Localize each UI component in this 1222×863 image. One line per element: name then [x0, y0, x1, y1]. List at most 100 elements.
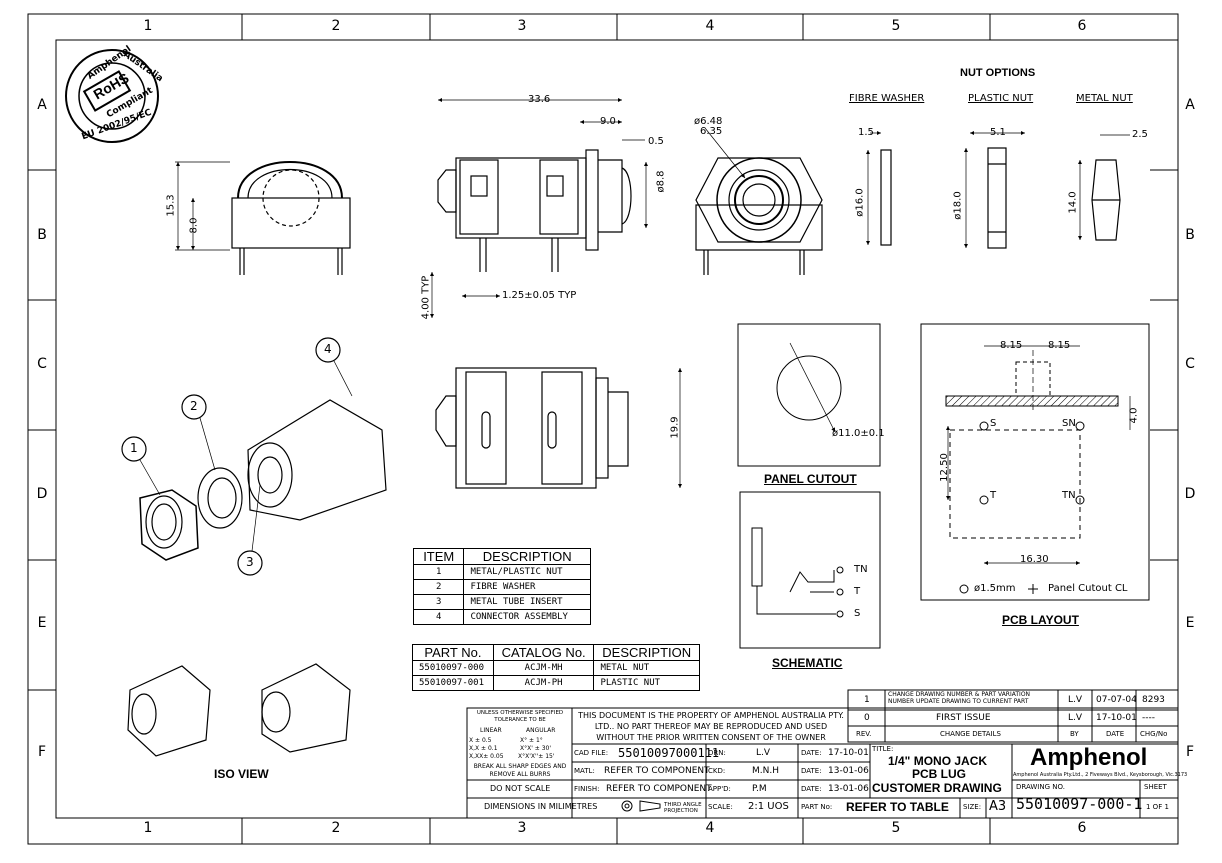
table-cell: 55010097-001 — [412, 675, 494, 691]
rev-header-date: DATE — [1106, 730, 1125, 738]
table-cell: CONNECTOR ASSEMBLY — [463, 609, 591, 625]
dim-hole-inner: 6.35 — [700, 126, 723, 137]
table-cell: 55010097-000 — [412, 660, 494, 676]
sheet-value: 1 OF 1 — [1146, 803, 1169, 811]
table-cell: PLASTIC NUT — [593, 675, 700, 691]
cad-file-value: 55010097000111 — [618, 746, 720, 760]
pcb-horizontal-pitch: 16.30 — [1020, 554, 1049, 565]
parts-header-description: DESCRIPTION — [593, 644, 700, 661]
tolerance-linear: LINEAR — [480, 727, 502, 734]
company-logo: Amphenol — [1030, 744, 1148, 771]
row-label: C — [37, 356, 47, 372]
table-cell: METAL NUT — [593, 660, 700, 676]
dimensions-unit: DIMENSIONS IN MILIMETRES — [484, 802, 598, 811]
parts-table: PART No. CATALOG No. DESCRIPTION 5501009… — [412, 644, 700, 691]
row-label: D — [1184, 486, 1196, 502]
ckd-label: CKD: — [708, 767, 726, 775]
plastic-nut-thickness: 5.1 — [990, 127, 1006, 138]
dim-front-center: 8.0 — [188, 217, 200, 234]
dim-body-width: 19.9 — [669, 416, 681, 439]
property-notice: THIS DOCUMENT IS THE PROPERTY OF AMPHENO… — [578, 711, 844, 742]
dim-thread-dia: ø8.8 — [655, 170, 667, 193]
col-label: 1 — [143, 820, 153, 836]
fibre-washer-label: FIBRE WASHER — [849, 93, 925, 104]
nut-options-title: NUT OPTIONS — [960, 67, 1036, 79]
appd-value: P.M — [752, 784, 767, 794]
part-no-value: REFER TO TABLE — [846, 800, 949, 814]
drn-label: DRN: — [708, 749, 726, 757]
rev-header-by: BY — [1070, 730, 1079, 738]
fibre-washer-thickness: 1.5 — [858, 127, 874, 138]
part-no-label: PART No: — [801, 803, 833, 811]
table-cell: METAL/PLASTIC NUT — [463, 564, 591, 580]
size-label: SIZE: — [963, 803, 982, 811]
plastic-nut-diameter: ø18.0 — [952, 191, 964, 220]
rev-0-by: L.V — [1068, 713, 1083, 723]
sheet-label: SHEET — [1144, 783, 1167, 791]
size-value: A3 — [989, 799, 1007, 814]
pcb-pitch-left: 8.15 — [1000, 340, 1023, 351]
rohs-stamp — [65, 49, 159, 143]
schematic-title: SCHEMATIC — [772, 656, 843, 670]
col-label: 4 — [705, 820, 715, 836]
title-block-lines — [466, 689, 1179, 819]
panel-cutout-drawing — [737, 323, 881, 467]
break-edges-note: BREAK ALL SHARP EDGES AND REMOVE ALL BUR… — [473, 763, 567, 778]
row-label: C — [1185, 356, 1195, 372]
third-angle-projection: THIRD ANGLE PROJECTION — [664, 802, 702, 814]
metal-nut-label: METAL NUT — [1076, 93, 1133, 104]
date-drn-label: DATE: — [801, 749, 822, 757]
drawing-no-label: DRAWING NO. — [1016, 783, 1065, 791]
angular-1: X° ± 1° — [520, 737, 543, 744]
rev-0-details: FIRST ISSUE — [936, 713, 991, 723]
table-cell: 4 — [412, 609, 465, 625]
dim-hole-outer: ø6.48 — [694, 116, 723, 127]
col-label: 2 — [331, 18, 341, 34]
schematic-drawing — [739, 491, 881, 649]
panel-cutout-diameter: ø11.0±0.1 — [832, 428, 885, 439]
rev-header-rev: REV. — [856, 730, 872, 738]
tolerance-xx: X,X ± 0.1 — [469, 745, 498, 752]
table-cell: ACJM-MH — [492, 660, 595, 676]
pcb-pitch-right: 8.15 — [1048, 340, 1071, 351]
pcb-legend-cl: Panel Cutout CL — [1048, 583, 1128, 594]
dim-front-height: 15.3 — [165, 194, 177, 217]
metal-nut-across-flats: 14.0 — [1067, 191, 1079, 214]
rev-1-chg: 8293 — [1142, 695, 1165, 705]
drawing-no-value: 55010097-000-1 — [1016, 795, 1143, 813]
pcb-layout-title: PCB LAYOUT — [1002, 613, 1079, 627]
iso-callout-1: 1 — [130, 441, 138, 455]
table-cell: METAL TUBE INSERT — [463, 594, 591, 610]
appd-label: APP'D: — [708, 785, 731, 793]
iso-drawings — [121, 337, 387, 757]
col-label: 5 — [891, 18, 901, 34]
plastic-nut-label: PLASTIC NUT — [968, 93, 1034, 104]
tolerance-x: X ± 0.5 — [469, 737, 492, 744]
iso-view-title: ISO VIEW — [214, 767, 269, 781]
col-label: 4 — [705, 18, 715, 34]
table-cell: 1 — [412, 564, 465, 580]
table-cell: ACJM-PH — [492, 675, 595, 691]
schematic-pin-t: T — [854, 586, 861, 597]
pcb-layout-drawing — [920, 323, 1150, 601]
dim-pin-width: 1.25±0.05 TYP — [502, 290, 577, 301]
table-cell: FIBRE WASHER — [463, 579, 591, 595]
parts-header-part-no: PART No. — [412, 644, 494, 661]
items-header-description: DESCRIPTION — [463, 548, 591, 565]
rev-1-details: CHANGE DRAWING NUMBER & PART VARIATION N… — [888, 691, 1031, 705]
col-label: 5 — [891, 820, 901, 836]
tolerance-angular: ANGULAR — [526, 727, 556, 734]
items-header-item: ITEM — [412, 548, 465, 565]
tolerance-xxx: X,XX± 0.05 — [469, 753, 504, 760]
pcb-pad-s: S — [990, 418, 997, 429]
scale-value: 2:1 UOS — [748, 801, 789, 812]
dim-pin-length: 4.00 TYP — [420, 275, 432, 320]
schematic-pin-tn: TN — [854, 564, 868, 575]
matl-label: MATL: — [574, 767, 595, 775]
date-drn: 17-10-01 — [828, 748, 869, 758]
